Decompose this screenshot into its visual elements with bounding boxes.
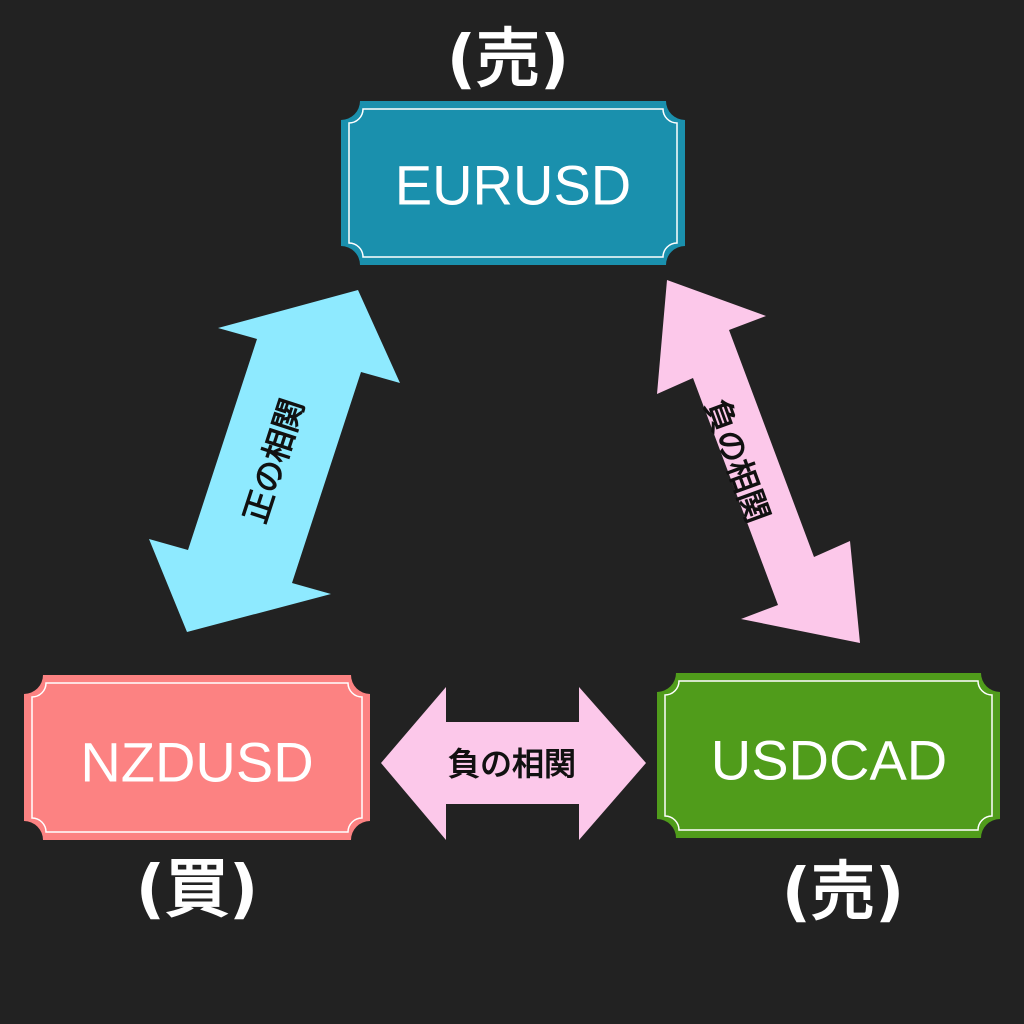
node-eurusd: EURUSD (売) <box>341 23 685 265</box>
arrow-nzdusd-usdcad: 負の相関 <box>381 687 646 840</box>
double-arrow-negative-bottom <box>381 687 646 840</box>
nzdusd-label: NZDUSD <box>80 731 313 794</box>
eurusd-box <box>341 101 685 265</box>
node-nzdusd: NZDUSD (買) <box>24 675 370 927</box>
nzdusd-inner-border <box>31 682 363 833</box>
eurusd-action: (売) <box>447 23 570 97</box>
usdcad-inner-border <box>664 680 993 831</box>
relation-label-negative-bottom: 負の相関 <box>448 745 576 783</box>
eurusd-inner-border <box>348 108 678 258</box>
arrow-eurusd-nzdusd: 正の相関 <box>149 290 400 632</box>
usdcad-action: (売) <box>782 856 905 930</box>
nzdusd-action: (買) <box>136 853 259 927</box>
eurusd-label: EURUSD <box>395 154 631 217</box>
usdcad-box <box>657 673 1000 838</box>
double-arrow-positive <box>149 290 400 632</box>
node-usdcad: USDCAD (売) <box>657 673 1000 930</box>
double-arrow-negative-right <box>657 280 860 643</box>
usdcad-label: USDCAD <box>711 729 947 792</box>
nzdusd-box <box>24 675 370 840</box>
